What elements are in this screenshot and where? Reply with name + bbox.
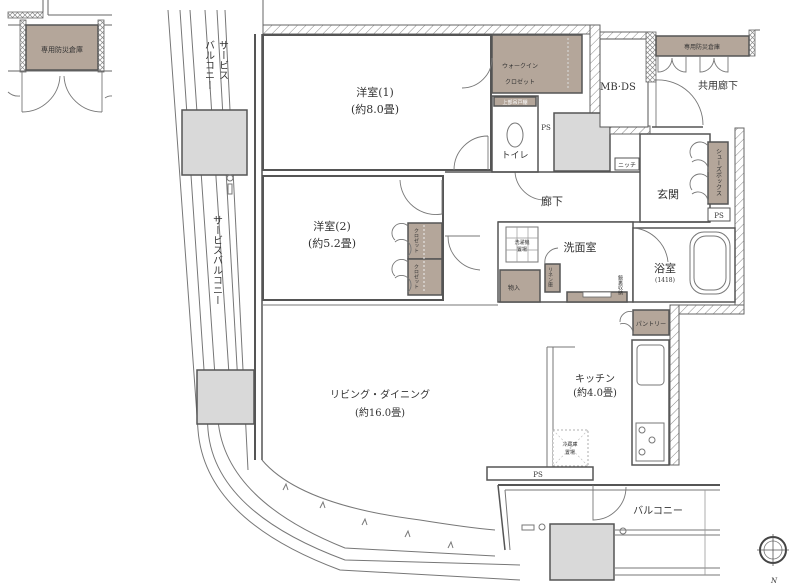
upper-cabinet [493, 96, 537, 107]
service-balcony-outline [167, 9, 521, 581]
svg-text:キッチン: キッチン [575, 373, 615, 385]
shoes-box [707, 141, 729, 205]
svg-text:クロゼット: クロゼット [505, 78, 535, 86]
svg-text:廊下: 廊下 [541, 194, 563, 208]
svg-text:リビング・ダイニング: リビング・ダイニング [330, 388, 430, 401]
outdoor-unit-3 [549, 523, 615, 581]
vent-icon [227, 183, 233, 195]
toilet-room [491, 95, 539, 173]
svg-text:トイレ: トイレ [501, 151, 528, 161]
svg-text:洋室(2): 洋室(2) [313, 219, 351, 233]
service-balcony-side: サービスバルコニー [211, 215, 223, 305]
svg-text:パントリー: パントリー [636, 321, 666, 328]
walk-in-closet [491, 34, 583, 94]
svg-text:MB·DS: MB·DS [600, 82, 636, 93]
kitchen-counter [631, 339, 670, 466]
disaster-storage-left-label: 専用防災倉庫 [41, 45, 83, 54]
svg-text:シューズボックス: シューズボックス [715, 148, 722, 196]
stove-icon [635, 422, 665, 462]
svg-text:リネン庫: リネン庫 [547, 267, 553, 288]
svg-text:N: N [770, 577, 778, 585]
closet-a [407, 222, 443, 260]
svg-text:クロゼット: クロゼット [413, 228, 419, 253]
disaster-storage-left [7, 0, 113, 113]
disaster-storage-right [655, 35, 750, 57]
pipe-shaft [553, 112, 611, 172]
room-western-1-name: 洋室(1) [356, 85, 394, 99]
outdoor-unit-2 [196, 369, 255, 425]
entrance [639, 133, 711, 223]
svg-text:冷蔵庫: 冷蔵庫 [562, 441, 577, 448]
svg-text:(約5.2畳): (約5.2畳) [308, 236, 356, 250]
toilet-icon [506, 122, 524, 148]
svg-text:PS: PS [714, 212, 724, 220]
svg-text:置場: 置場 [565, 449, 575, 456]
svg-text:洗面室: 洗面室 [564, 240, 597, 254]
svg-text:PS: PS [541, 124, 551, 132]
svg-text:PS: PS [533, 471, 543, 479]
svg-text:(約16.0畳): (約16.0畳) [355, 406, 405, 419]
svg-text:クロゼット: クロゼット [413, 264, 419, 289]
living-dining-room [261, 304, 498, 531]
storage-in [499, 269, 541, 303]
svg-text:バルコニー: バルコニー [633, 505, 683, 517]
svg-text:専用防災倉庫: 専用防災倉庫 [684, 43, 720, 51]
sink-icon [636, 344, 665, 386]
drain-icon [226, 174, 234, 182]
room-western-1 [262, 34, 492, 171]
svg-text:(1418): (1418) [655, 277, 675, 284]
bathroom [632, 227, 736, 303]
svg-text:洗濯機: 洗濯機 [514, 239, 529, 246]
svg-text:置場: 置場 [517, 246, 527, 253]
svg-text:ウォークイン: ウォークイン [502, 62, 538, 70]
svg-text:浴室: 浴室 [654, 261, 676, 275]
mb-ds [599, 38, 649, 128]
compass-icon: N [757, 534, 789, 585]
svg-text:鏡裏収納: 鏡裏収納 [617, 274, 623, 296]
closet-b [407, 258, 443, 296]
outdoor-unit-1 [181, 109, 248, 176]
svg-text:物入: 物入 [508, 284, 520, 292]
ps-box-kitchen [486, 466, 594, 481]
balcony [497, 484, 720, 576]
ps-box-entrance [707, 207, 731, 222]
niche [614, 157, 640, 171]
bathtub-icon [689, 231, 731, 295]
svg-text:共用廊下: 共用廊下 [698, 79, 738, 92]
svg-text:上部吊戸棚: 上部吊戸棚 [502, 99, 527, 106]
service-balcony-top-line2: バルコニー [203, 40, 215, 90]
linen-storage [544, 263, 561, 293]
room-western-1-size: (約8.0畳) [351, 102, 399, 116]
washer-space [505, 226, 539, 263]
svg-text:玄関: 玄関 [657, 187, 679, 201]
service-balcony-top-line1: サービス [217, 40, 229, 80]
svg-text:ニッチ: ニッチ [618, 162, 636, 169]
pantry [632, 309, 670, 336]
svg-text:(約4.0畳): (約4.0畳) [573, 386, 617, 399]
